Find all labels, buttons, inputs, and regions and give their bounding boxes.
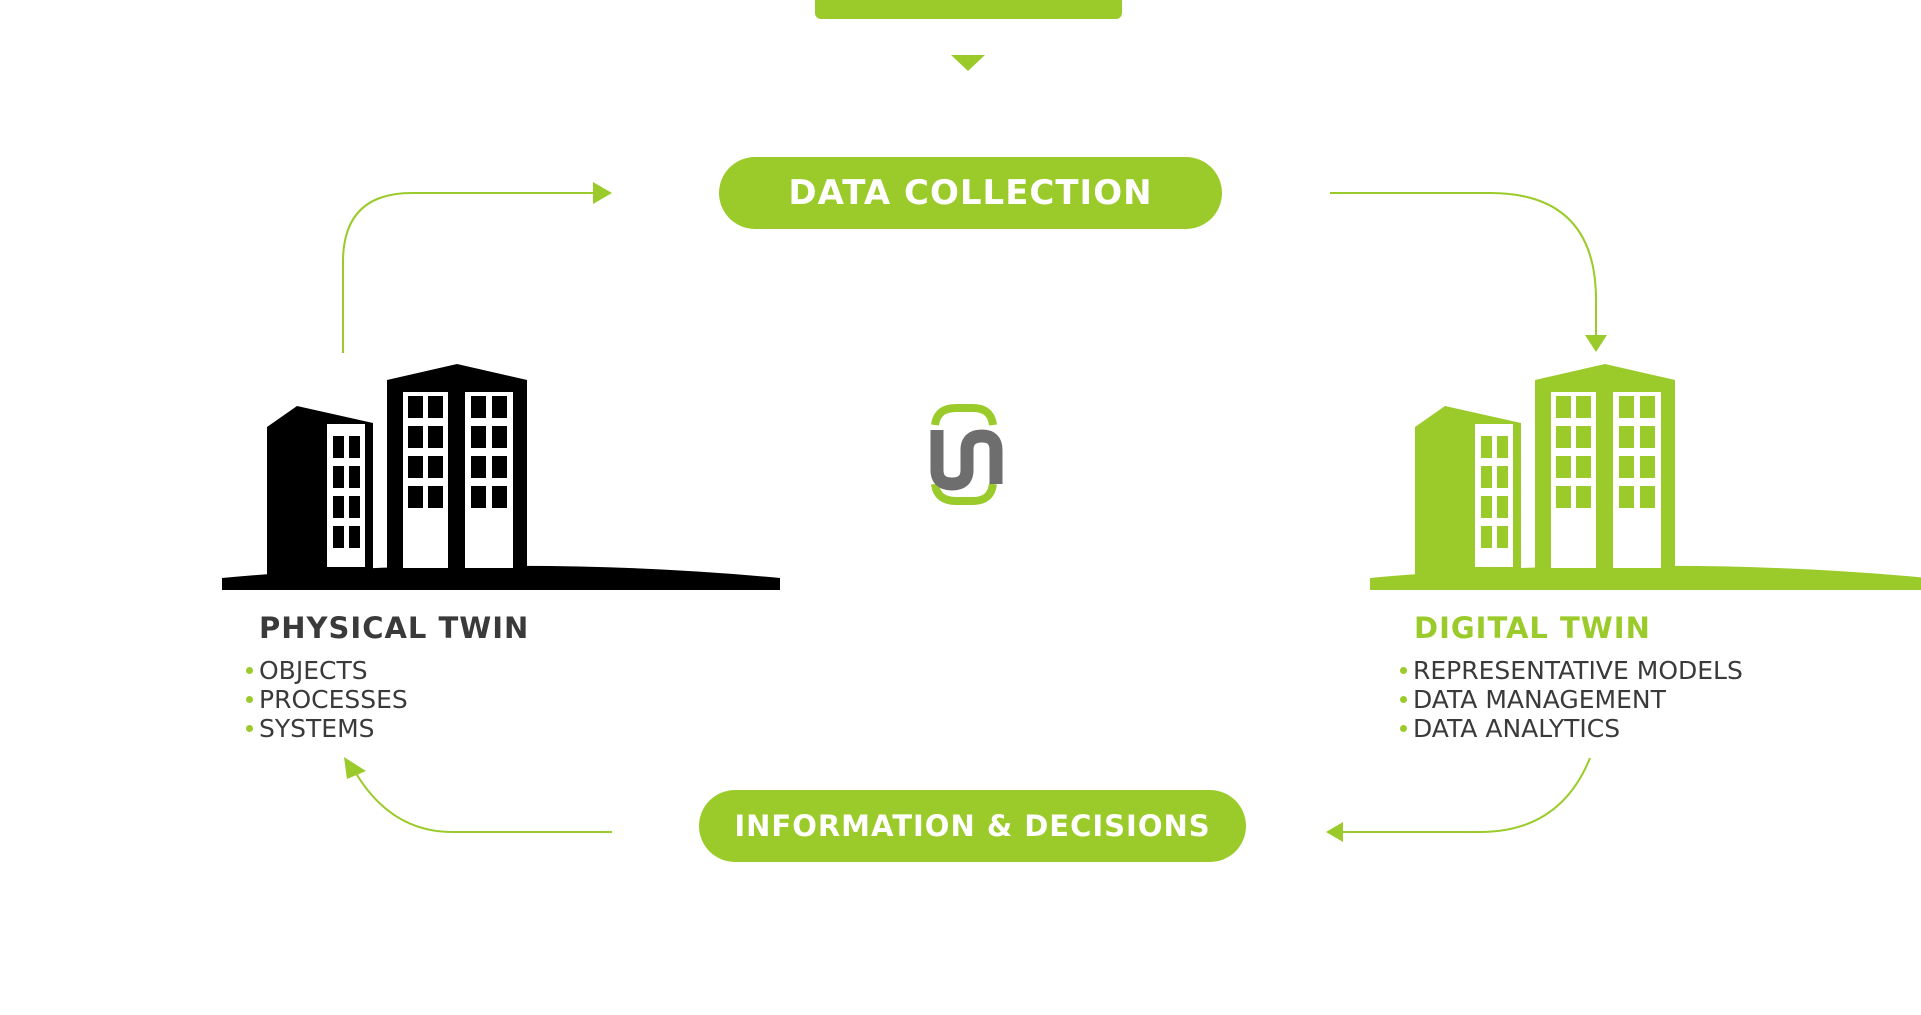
bullet-icon [246,696,253,703]
arrow-digital-to-decisions [1343,757,1591,833]
digital-twin-list: REPRESENTATIVE MODELS DATA MANAGEMENT DA… [1400,656,1743,743]
arrow-physical-to-collection [342,192,594,353]
list-item: REPRESENTATIVE MODELS [1400,656,1743,685]
arrowhead-down-icon [1585,335,1607,352]
bullet-icon [1400,667,1407,674]
bullet-icon [1400,725,1407,732]
digital-building-icon [1370,364,1921,590]
link-logo-icon [930,404,1003,505]
information-decisions-pill: INFORMATION & DECISIONS [699,790,1246,862]
arrowhead-up-icon [344,757,366,779]
list-item: DATA MANAGEMENT [1400,685,1743,714]
list-item: DATA ANALYTICS [1400,714,1743,743]
arrow-collection-to-digital [1330,192,1597,335]
digital-twin-title: DIGITAL TWIN [1414,611,1651,645]
list-item: SYSTEMS [246,714,408,743]
physical-twin-title: PHYSICAL TWIN [259,611,530,645]
arrowhead-right-icon [593,182,612,204]
information-decisions-label: INFORMATION & DECISIONS [734,809,1211,843]
arrow-decisions-to-physical [353,769,612,833]
arrowhead-left-icon [1326,822,1343,842]
bullet-icon [1400,696,1407,703]
bullet-icon [246,725,253,732]
down-arrow-icon [951,55,985,71]
bullet-icon [246,667,253,674]
list-item: OBJECTS [246,656,408,685]
physical-building-icon [222,364,780,590]
top-step-pill [815,0,1122,19]
list-item: PROCESSES [246,685,408,714]
data-collection-label: DATA COLLECTION [788,173,1153,213]
data-collection-pill: DATA COLLECTION [719,157,1222,229]
physical-twin-list: OBJECTS PROCESSES SYSTEMS [246,656,408,743]
